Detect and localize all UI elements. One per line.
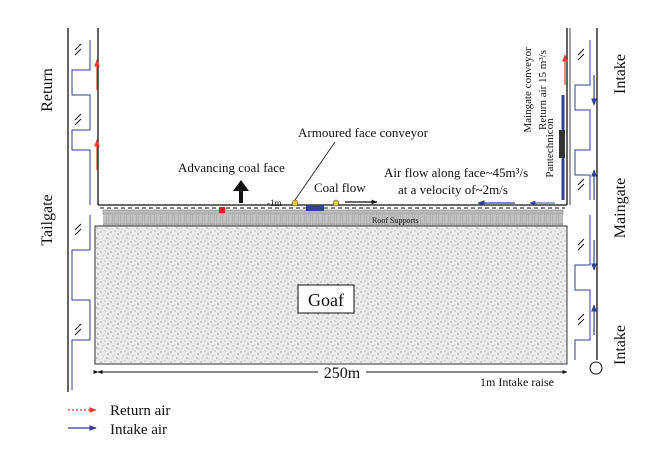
legend-intake-label: Intake air	[110, 422, 167, 438]
advancing-coal-face-label: Advancing coal face	[178, 160, 285, 175]
shearer-drum-right	[332, 199, 340, 207]
shearer-drum-left	[291, 199, 299, 207]
maingate-conveyor-label: Maingate conveyor	[522, 47, 534, 133]
shearer-body	[306, 205, 324, 211]
air-flow-label-line2: at a velocity of~2m/s	[398, 182, 508, 197]
width-label: 250m	[324, 365, 361, 382]
intake-top-label: Intake	[612, 54, 629, 94]
return-air-path-left	[71, 40, 100, 390]
coal-flow-label: Coal flow	[314, 180, 366, 195]
pantechnicon	[559, 130, 565, 158]
roof-supports-label: Roof Supports	[372, 216, 418, 225]
roof-supports-band	[103, 214, 563, 226]
tailgate-label: Tailgate	[39, 194, 56, 245]
coal-face	[98, 204, 567, 209]
legend: Return air Intake air	[68, 403, 170, 438]
return-air-rate-label: Return air 15 m³/s	[537, 50, 549, 130]
intake-bottom-label: Intake	[612, 325, 629, 365]
armoured-face-conveyor-band	[102, 209, 564, 215]
maingate-label: Maingate	[612, 178, 629, 238]
legend-return-label: Return air	[110, 403, 170, 419]
maingate-roadway	[566, 28, 598, 360]
shearer-marker-red	[219, 207, 225, 213]
advancing-arrow	[233, 180, 249, 203]
air-flow-label-line1: Air flow along face~45m³/s	[384, 165, 528, 180]
intake-raise-label: 1m Intake raise	[480, 375, 554, 389]
afc-leader-line	[294, 141, 336, 201]
tailgate-roadway	[67, 28, 99, 392]
armoured-face-conveyor-label: Armoured face conveyor	[298, 125, 429, 140]
one-meter-marker: -1m	[267, 198, 282, 208]
pantechnicon-label: Pantechnicon	[544, 118, 556, 178]
return-label: Return	[39, 68, 56, 112]
goaf-label: Goaf	[308, 290, 344, 310]
intake-raise-icon	[589, 361, 603, 375]
intake-air-path-right	[562, 40, 597, 360]
goaf-label-box	[297, 284, 355, 314]
